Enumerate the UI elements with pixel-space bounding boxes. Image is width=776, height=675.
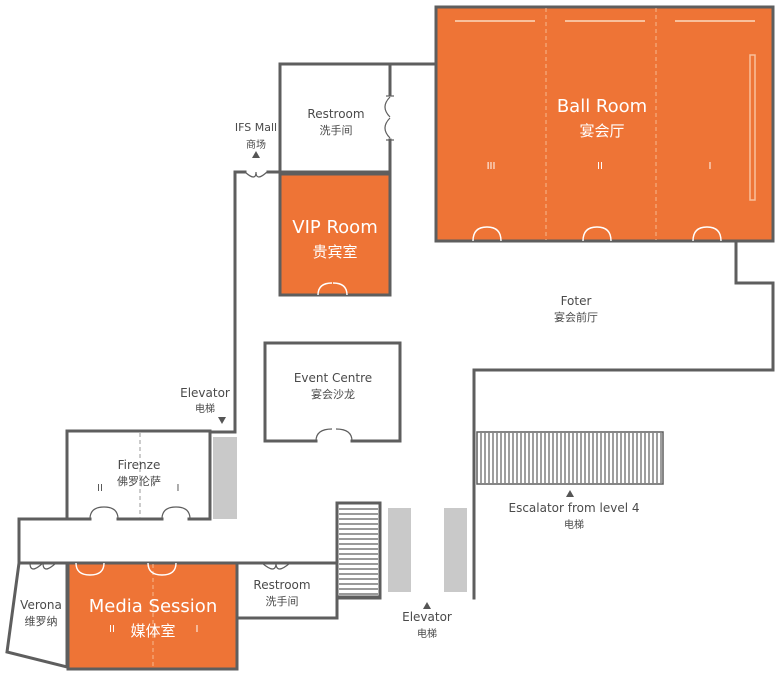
elevator-bottom-label-cn: 电梯 bbox=[417, 627, 437, 640]
restroom-top-label: Restroom bbox=[307, 107, 364, 121]
restroom-bottom-label-cn: 洗手间 bbox=[266, 594, 299, 608]
media-session-label: Media Session bbox=[89, 596, 217, 617]
firenze-section-2: II bbox=[97, 483, 103, 494]
elevator-left-label-cn: 电梯 bbox=[195, 402, 215, 415]
media-section-1: I bbox=[196, 624, 199, 635]
event-centre[interactable]: Event Centre 宴会沙龙 bbox=[263, 341, 402, 443]
arrow-up-icon bbox=[423, 602, 431, 609]
elevator-left-label: Elevator bbox=[180, 386, 230, 400]
restroom-top-label-cn: 洗手间 bbox=[320, 123, 353, 137]
elevator-shaft bbox=[444, 508, 467, 592]
restroom-bottom[interactable]: Restroom 洗手间 bbox=[235, 561, 339, 620]
media-session-room[interactable]: II I Media Session 媒体室 bbox=[66, 561, 239, 671]
media-session-label-cn: 媒体室 bbox=[130, 622, 175, 640]
event-centre-label-cn: 宴会沙龙 bbox=[311, 387, 355, 401]
foyer: Foter 宴会前厅 bbox=[554, 294, 598, 324]
verona-label: Verona bbox=[20, 598, 62, 612]
ballroom-label-cn: 宴会厅 bbox=[579, 122, 624, 140]
vip-room-label-cn: 贵宾室 bbox=[312, 243, 357, 261]
foyer-label: Foter bbox=[561, 294, 592, 308]
vip-room[interactable]: VIP Room 贵宾室 bbox=[278, 172, 392, 297]
restroom-top[interactable]: Restroom 洗手间 bbox=[278, 62, 394, 174]
arrow-up-icon bbox=[252, 151, 260, 158]
escalator-label-cn: 电梯 bbox=[564, 518, 584, 531]
elevator-left[interactable]: Elevator 电梯 bbox=[180, 386, 237, 519]
verona-label-cn: 维罗纳 bbox=[25, 615, 58, 628]
elevator-bottom-label: Elevator bbox=[402, 610, 452, 624]
firenze-label: Firenze bbox=[118, 458, 161, 472]
ifs-mall-label-cn: 商场 bbox=[246, 138, 266, 151]
foyer-label-cn: 宴会前厅 bbox=[554, 310, 598, 324]
ballroom-section-3: III bbox=[487, 161, 496, 172]
restroom-bottom-label: Restroom bbox=[253, 578, 310, 592]
elevator-bottom[interactable]: Elevator 电梯 bbox=[388, 508, 467, 640]
verona-room[interactable]: Verona 维罗纳 bbox=[5, 561, 69, 669]
firenze-label-cn: 佛罗伦萨 bbox=[117, 474, 161, 488]
escalator[interactable]: Escalator from level 4 电梯 bbox=[476, 431, 664, 531]
elevator-shaft bbox=[388, 508, 411, 592]
vip-room-label: VIP Room bbox=[292, 217, 377, 238]
ballroom-section-1: I bbox=[709, 161, 712, 172]
firenze-room[interactable]: II I Firenze 佛罗伦萨 bbox=[65, 429, 212, 521]
event-centre-label: Event Centre bbox=[294, 371, 372, 385]
ballroom-section-2: II bbox=[597, 161, 603, 172]
stairs[interactable] bbox=[335, 501, 382, 599]
ifs-mall-label: IFS Mall bbox=[235, 121, 277, 134]
elevator-shaft bbox=[213, 437, 237, 519]
arrow-down-icon bbox=[218, 417, 226, 424]
arrow-up-icon bbox=[566, 490, 574, 497]
ifs-mall-entrance[interactable]: IFS Mall 商场 bbox=[235, 121, 277, 178]
ballroom[interactable]: III II I Ball Room 宴会厅 bbox=[434, 5, 775, 243]
escalator-label: Escalator from level 4 bbox=[509, 501, 640, 515]
media-section-2: II bbox=[109, 624, 115, 635]
firenze-section-1: I bbox=[177, 483, 180, 494]
ballroom-label: Ball Room bbox=[557, 96, 647, 117]
